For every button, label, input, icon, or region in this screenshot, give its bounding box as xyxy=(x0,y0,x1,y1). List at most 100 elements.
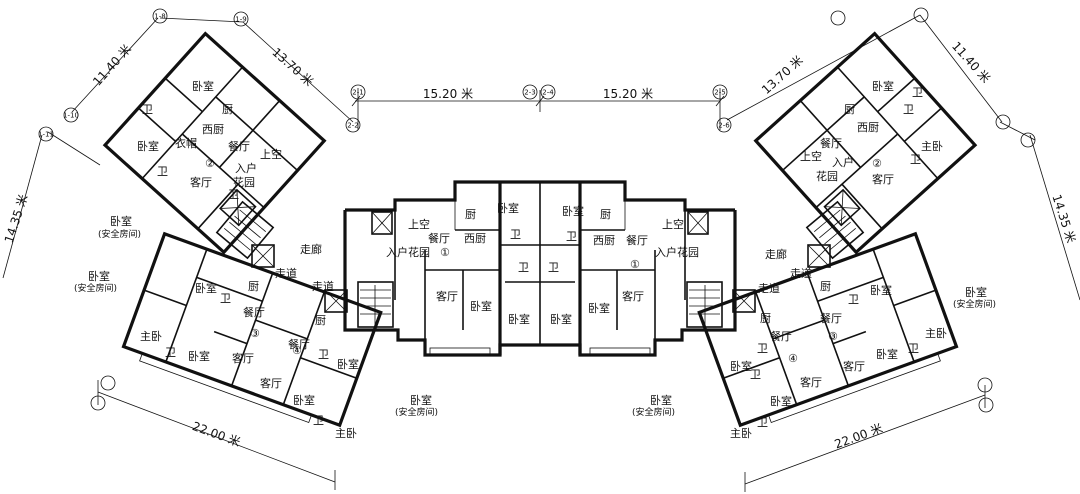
room-label: 餐厅 xyxy=(626,233,648,247)
room-label: 厨 xyxy=(820,280,831,293)
room-label: 花园 xyxy=(816,170,838,183)
room-label: 客厅 xyxy=(622,289,644,303)
room-label: 卧室 xyxy=(410,393,432,407)
room-label: (安全房间) xyxy=(98,228,141,240)
room-label: 厨 xyxy=(465,208,476,221)
room-label: 上空 xyxy=(800,149,822,163)
room-label: 走道 xyxy=(758,281,780,295)
dim-top-left: 15.20 米 xyxy=(423,87,473,101)
room-label: 卫 xyxy=(318,348,329,361)
axis-markers: 1-8 1-9 1-10 1-11 2-1 2-2 2-3 2-4 2-5 2-… xyxy=(38,7,1036,413)
dim-upper-right-wing: 13.70 米 xyxy=(759,53,806,97)
room-label: 卫 xyxy=(510,228,521,241)
dim-bottom-right: 22.00 米 xyxy=(833,421,885,451)
dim-right-side: 14.35 米 xyxy=(1049,193,1078,245)
room-label: 卧室 xyxy=(562,204,584,218)
room-label: (安全房间) xyxy=(953,298,996,310)
room-label: 餐厅 xyxy=(428,231,450,245)
axis-marker: 2-4 xyxy=(540,84,556,100)
left-stair-core xyxy=(215,200,275,260)
room-label: 卧室 xyxy=(293,393,315,407)
room-label: 卫 xyxy=(757,342,768,355)
room-label: 厨 xyxy=(760,312,771,325)
axis-marker xyxy=(830,10,846,26)
dim-top-right: 15.20 米 xyxy=(603,87,653,101)
room-label: 入户花园 xyxy=(386,245,430,259)
room-label: 客厅 xyxy=(872,172,894,186)
room-label: 卧室 xyxy=(192,79,214,93)
unit-marker: ② xyxy=(205,157,215,170)
left-elevator-2 xyxy=(324,289,348,313)
room-label: (安全房间) xyxy=(395,406,438,418)
room-label: 卫 xyxy=(750,368,761,381)
room-label: 卧室 xyxy=(730,359,752,373)
unit-marker: ① xyxy=(440,246,450,259)
room-label: 卫 xyxy=(142,103,153,116)
room-label: 入户花园 xyxy=(655,245,699,259)
room-label: 厨 xyxy=(315,314,326,327)
room-label: 卧室 xyxy=(88,269,110,283)
room-label: 餐厅 xyxy=(770,329,792,343)
dim-bottom-left: 22.00 米 xyxy=(190,419,242,449)
room-label: 衣帽 xyxy=(175,136,197,150)
right-stair-core xyxy=(805,200,865,260)
axis-marker: 2-3 xyxy=(522,84,538,100)
room-label: 卧室 xyxy=(137,139,159,153)
room-label: 厨 xyxy=(600,208,611,221)
room-label: 卧室 xyxy=(195,281,217,295)
svg-text:2-2: 2-2 xyxy=(347,122,358,130)
room-label: 卧室 xyxy=(550,312,572,326)
room-label: 入户 xyxy=(832,155,854,169)
room-label: 餐厅 xyxy=(243,305,265,319)
room-label: 厨 xyxy=(844,103,855,116)
room-label: 卧室 xyxy=(870,283,892,297)
room-label: 卫 xyxy=(757,416,768,429)
room-label: (安全房间) xyxy=(632,406,675,418)
right-lower-wing xyxy=(697,231,959,428)
room-label: 卧室 xyxy=(470,299,492,313)
room-label: 西厨 xyxy=(857,121,879,134)
axis-marker: 1-8 xyxy=(152,8,168,24)
axis-marker xyxy=(100,375,116,391)
dim-upper-left-wing: 13.70 米 xyxy=(269,45,316,89)
room-label: 餐厅 xyxy=(820,136,842,150)
room-label: 卧室 xyxy=(188,349,210,363)
svg-text:1-10: 1-10 xyxy=(63,112,79,120)
room-label: 厨 xyxy=(222,103,233,116)
room-label: 走道 xyxy=(312,279,334,293)
left-upper-wing xyxy=(102,31,327,255)
svg-text:1-11: 1-11 xyxy=(38,131,54,139)
room-label: 卫 xyxy=(566,230,577,243)
room-label: 卫 xyxy=(908,342,919,355)
room-label: 卫 xyxy=(912,86,923,99)
room-label: 餐厅 xyxy=(228,139,250,153)
room-label: 主卧 xyxy=(925,327,947,340)
svg-text:2-1: 2-1 xyxy=(352,89,363,97)
room-label: (安全房间) xyxy=(74,282,117,294)
room-label: 主卧 xyxy=(140,330,162,343)
room-label: 上空 xyxy=(260,147,282,161)
room-label: 客厅 xyxy=(800,375,822,389)
room-label: 客厅 xyxy=(843,359,865,373)
room-label: 走道 xyxy=(790,266,812,280)
room-label: 西厨 xyxy=(202,123,224,136)
room-label: 卫 xyxy=(165,346,176,359)
axis-marker xyxy=(978,397,994,413)
axis-marker xyxy=(977,377,993,393)
axis-marker xyxy=(90,395,106,411)
svg-text:2-6: 2-6 xyxy=(718,122,730,130)
dimension-lines xyxy=(2,14,1080,492)
axis-marker: 1-10 xyxy=(63,107,79,123)
svg-text:2-5: 2-5 xyxy=(714,89,725,97)
room-label: 主卧 xyxy=(730,427,752,440)
right-elevator-2 xyxy=(732,289,756,313)
svg-text:1-9: 1-9 xyxy=(235,16,246,24)
room-label: 卧室 xyxy=(872,79,894,93)
room-label: 走廊 xyxy=(765,247,787,261)
room-label: 主卧 xyxy=(921,140,943,153)
room-label: 卧室 xyxy=(770,394,792,408)
room-label: 卫 xyxy=(548,261,559,274)
room-label: 卧室 xyxy=(110,214,132,228)
room-label: 客厅 xyxy=(232,351,254,365)
room-label: 客厅 xyxy=(436,289,458,303)
